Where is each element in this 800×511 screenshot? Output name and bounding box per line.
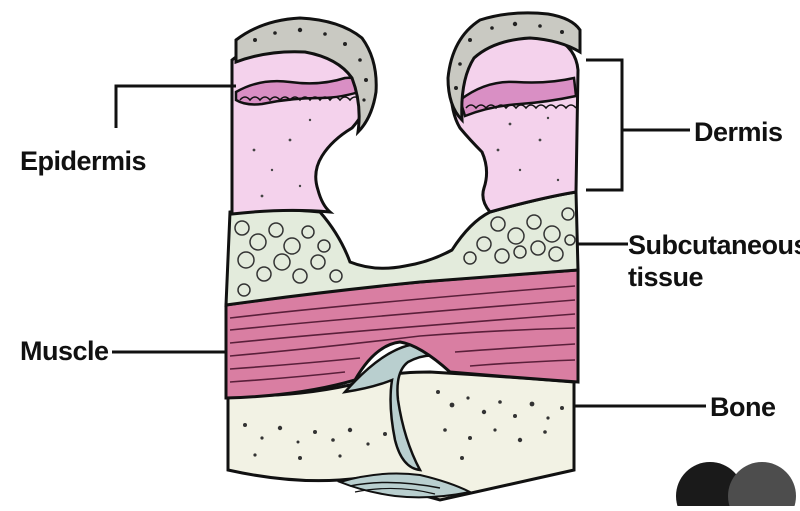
label-bone: Bone: [710, 392, 776, 422]
decorative-grey-circle: [728, 462, 796, 506]
label-subcutaneous-tissue: tissue: [628, 262, 703, 292]
epidermis-leader: [116, 86, 236, 128]
label-muscle: Muscle: [20, 336, 109, 366]
label-epidermis: Epidermis: [20, 146, 146, 176]
label-subcutaneous: Subcutaneous: [628, 230, 800, 260]
label-dermis: Dermis: [694, 117, 783, 147]
dermis-bracket: [586, 60, 690, 190]
